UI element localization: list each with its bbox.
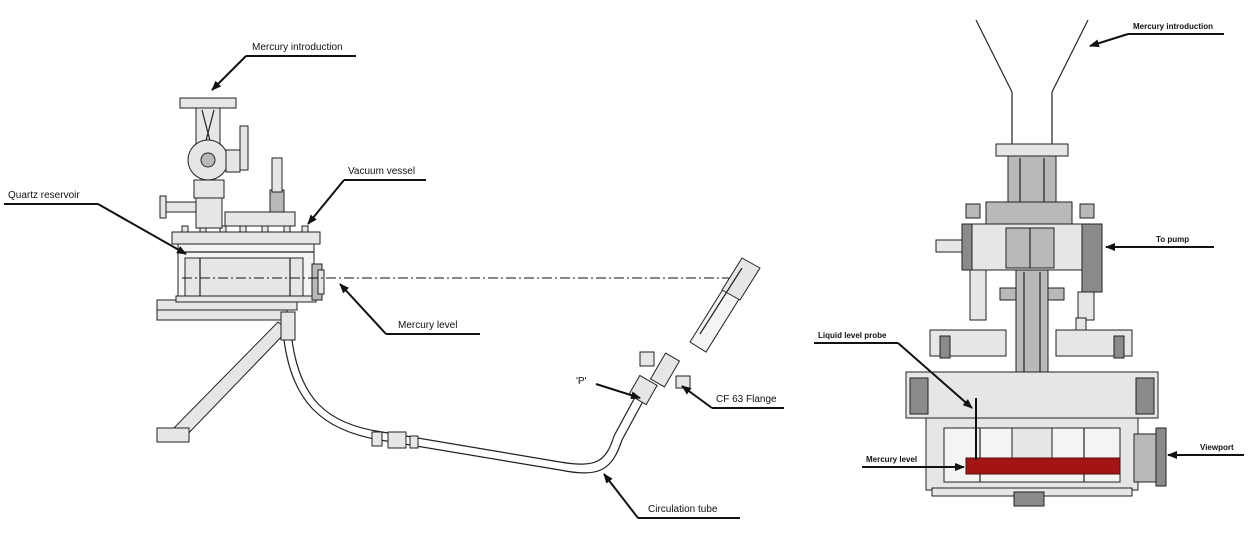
leader-arrow <box>97 203 187 255</box>
label-mercury-level-left: Mercury level <box>398 320 457 331</box>
leader-arrow <box>681 385 713 409</box>
label-circulation-tube: Circulation tube <box>648 504 718 515</box>
leader-arrow <box>211 55 247 91</box>
label-liquid-level-probe: Liquid level probe <box>818 331 887 340</box>
left-apparatus-drawing <box>156 97 761 474</box>
label-mercury-introduction-right: Mercury introduction <box>1133 22 1213 31</box>
mercury-intro-valve <box>159 97 249 229</box>
label-vacuum-vessel: Vacuum vessel <box>348 166 415 177</box>
label-p: 'P' <box>576 376 587 387</box>
cf63-flange-assembly <box>628 257 761 406</box>
label-mercury-level-right: Mercury level <box>866 455 917 464</box>
label-viewport: Viewport <box>1200 443 1234 452</box>
leader-arrow <box>1089 33 1129 48</box>
right-apparatus-drawing <box>905 19 1167 507</box>
leader-arrow <box>595 383 641 400</box>
label-quartz-reservoir: Quartz reservoir <box>8 190 80 201</box>
support-frame <box>156 299 298 443</box>
leader-arrow <box>307 179 345 225</box>
label-to-pump: To pump <box>1156 235 1189 244</box>
funnel-right-wall <box>1051 19 1089 93</box>
funnel-left-wall <box>975 19 1013 93</box>
circulation-tube <box>280 311 649 474</box>
label-cf63-flange: CF 63 Flange <box>716 394 777 405</box>
leader-arrow <box>897 342 973 409</box>
leader-arrow <box>339 283 387 335</box>
leader-arrow <box>603 473 639 519</box>
label-mercury-introduction-left: Mercury introduction <box>252 42 343 53</box>
mercury-pool <box>965 457 1121 475</box>
